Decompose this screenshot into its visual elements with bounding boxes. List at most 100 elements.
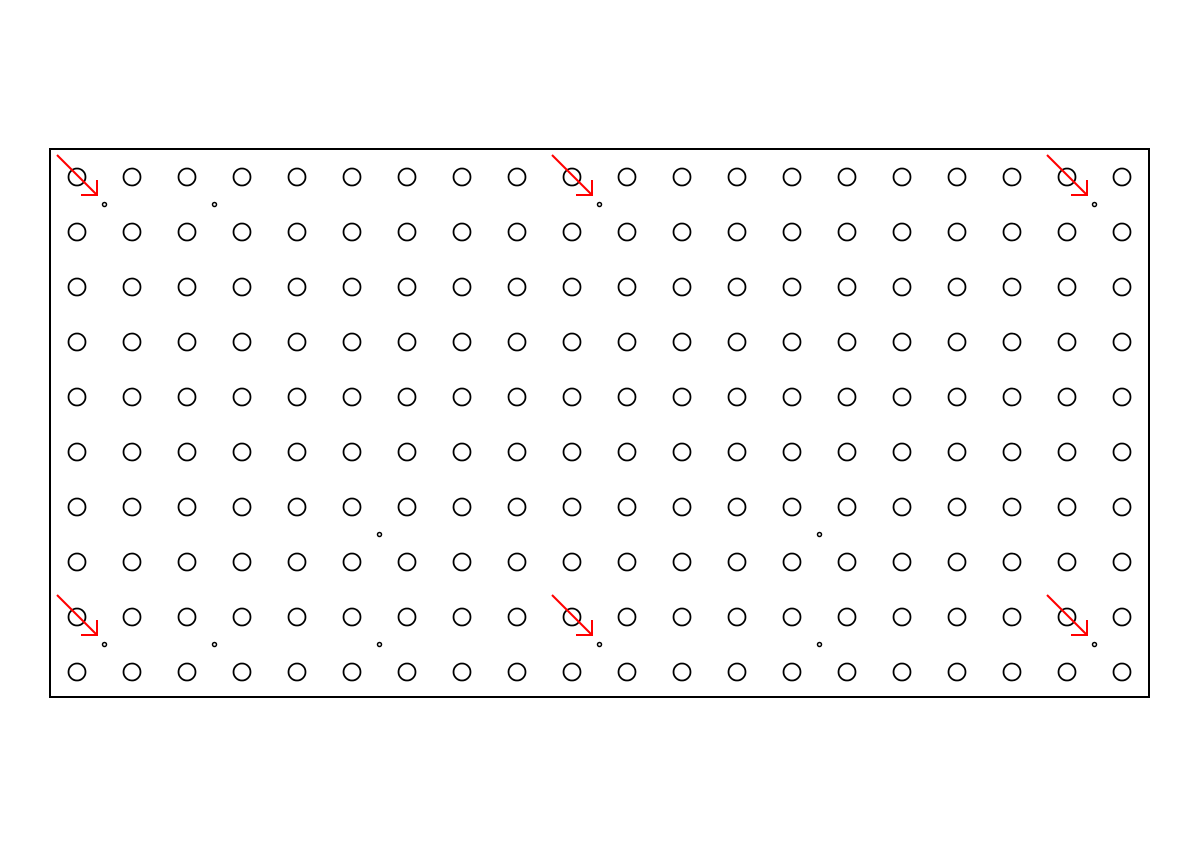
hole-circle: [122, 497, 142, 517]
hole-circle: [782, 332, 802, 352]
hole-circle: [1057, 497, 1077, 517]
hole-circle: [782, 442, 802, 462]
small-dot: [101, 641, 108, 648]
hole-circle: [947, 332, 967, 352]
hole-circle: [177, 387, 197, 407]
hole-circle: [232, 167, 252, 187]
hole-circle: [397, 662, 417, 682]
hole-circle: [1112, 387, 1132, 407]
hole-circle: [177, 277, 197, 297]
hole-circle: [67, 662, 87, 682]
hole-circle: [287, 332, 307, 352]
hole-circle: [562, 552, 582, 572]
hole-circle: [672, 662, 692, 682]
hole-circle: [782, 277, 802, 297]
hole-circle: [727, 387, 747, 407]
hole-circle: [1002, 442, 1022, 462]
hole-circle: [617, 442, 637, 462]
hole-circle: [727, 552, 747, 572]
hole-circle: [892, 222, 912, 242]
small-dot: [211, 201, 218, 208]
hole-circle: [1002, 662, 1022, 682]
hole-circle: [947, 222, 967, 242]
hole-circle: [452, 607, 472, 627]
hole-circle: [397, 277, 417, 297]
hole-circle: [1112, 277, 1132, 297]
hole-circle: [452, 552, 472, 572]
small-dot: [101, 201, 108, 208]
hole-circle: [947, 497, 967, 517]
hole-circle: [177, 607, 197, 627]
hole-circle: [452, 332, 472, 352]
hole-circle: [1112, 497, 1132, 517]
hole-circle: [67, 387, 87, 407]
hole-circle: [397, 167, 417, 187]
hole-circle: [617, 552, 637, 572]
small-dot: [211, 641, 218, 648]
hole-circle: [232, 277, 252, 297]
hole-circle: [67, 222, 87, 242]
hole-circle: [122, 222, 142, 242]
hole-circle: [67, 167, 87, 187]
arrow-icon: [1046, 154, 1088, 196]
hole-circle: [1057, 552, 1077, 572]
hole-circle: [177, 332, 197, 352]
hole-circle: [1112, 552, 1132, 572]
hole-circle: [177, 222, 197, 242]
small-dot: [376, 531, 383, 538]
hole-circle: [1112, 167, 1132, 187]
hole-circle: [947, 607, 967, 627]
hole-circle: [122, 442, 142, 462]
hole-circle: [837, 662, 857, 682]
hole-circle: [1002, 222, 1022, 242]
hole-circle: [727, 607, 747, 627]
hole-circle: [287, 607, 307, 627]
hole-circle: [507, 497, 527, 517]
hole-circle: [562, 277, 582, 297]
hole-circle: [232, 442, 252, 462]
hole-circle: [782, 167, 802, 187]
hole-circle: [122, 332, 142, 352]
hole-circle: [1112, 607, 1132, 627]
hole-circle: [837, 167, 857, 187]
hole-circle: [342, 332, 362, 352]
hole-circle: [232, 332, 252, 352]
hole-circle: [617, 277, 637, 297]
hole-circle: [1112, 222, 1132, 242]
hole-circle: [1112, 442, 1132, 462]
hole-circle: [782, 497, 802, 517]
arrow-icon: [551, 154, 593, 196]
arrow-icon: [1046, 594, 1088, 636]
hole-circle: [672, 222, 692, 242]
hole-circle: [507, 387, 527, 407]
hole-circle: [672, 332, 692, 352]
hole-circle: [892, 552, 912, 572]
hole-circle: [837, 222, 857, 242]
hole-circle: [177, 662, 197, 682]
hole-circle: [947, 442, 967, 462]
hole-circle: [232, 497, 252, 517]
hole-circle: [342, 167, 362, 187]
hole-circle: [232, 607, 252, 627]
hole-circle: [1002, 497, 1022, 517]
hole-circle: [507, 222, 527, 242]
hole-circle: [122, 277, 142, 297]
hole-circle: [67, 552, 87, 572]
hole-circle: [342, 662, 362, 682]
hole-circle: [727, 442, 747, 462]
hole-circle: [287, 552, 307, 572]
hole-circle: [287, 387, 307, 407]
small-dot: [1091, 641, 1098, 648]
hole-circle: [672, 387, 692, 407]
hole-circle: [892, 332, 912, 352]
small-dot: [816, 531, 823, 538]
hole-circle: [727, 222, 747, 242]
hole-circle: [67, 607, 87, 627]
hole-circle: [507, 332, 527, 352]
small-dot: [1091, 201, 1098, 208]
hole-circle: [342, 552, 362, 572]
hole-circle: [232, 552, 252, 572]
hole-circle: [947, 387, 967, 407]
hole-circle: [122, 387, 142, 407]
